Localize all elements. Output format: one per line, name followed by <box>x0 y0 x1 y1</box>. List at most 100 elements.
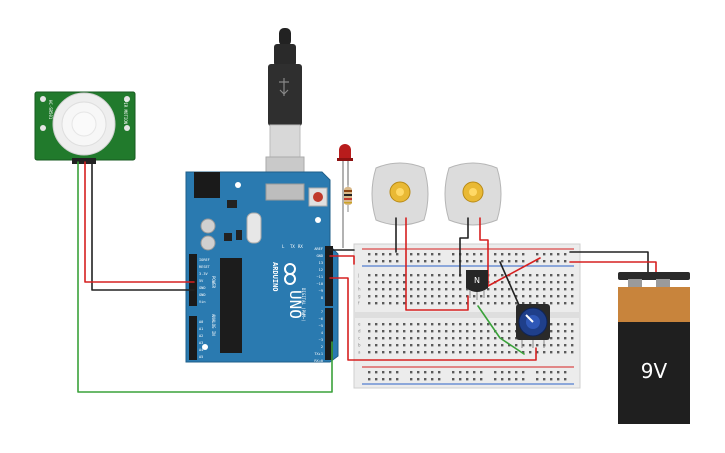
breadboard-hole[interactable] <box>403 274 406 277</box>
breadboard-hole[interactable] <box>438 281 441 284</box>
breadboard-hole[interactable] <box>452 371 455 374</box>
breadboard-hole[interactable] <box>494 378 497 381</box>
breadboard-hole[interactable] <box>494 295 497 298</box>
breadboard-hole[interactable] <box>550 351 553 354</box>
breadboard-hole[interactable] <box>389 323 392 326</box>
breadboard-hole[interactable] <box>536 260 539 263</box>
breadboard-hole[interactable] <box>515 351 518 354</box>
breadboard-hole[interactable] <box>417 330 420 333</box>
breadboard-hole[interactable] <box>515 281 518 284</box>
breadboard-hole[interactable] <box>501 260 504 263</box>
breadboard-hole[interactable] <box>529 281 532 284</box>
breadboard-hole[interactable] <box>459 302 462 305</box>
breadboard-hole[interactable] <box>571 288 574 291</box>
breadboard-hole[interactable] <box>564 351 567 354</box>
breadboard-hole[interactable] <box>389 288 392 291</box>
breadboard-hole[interactable] <box>459 337 462 340</box>
breadboard-hole[interactable] <box>396 302 399 305</box>
breadboard-hole[interactable] <box>536 295 539 298</box>
breadboard-hole[interactable] <box>501 274 504 277</box>
breadboard-hole[interactable] <box>382 274 385 277</box>
breadboard-hole[interactable] <box>431 295 434 298</box>
breadboard-hole[interactable] <box>438 288 441 291</box>
breadboard-hole[interactable] <box>389 330 392 333</box>
breadboard-hole[interactable] <box>571 323 574 326</box>
breadboard-hole[interactable] <box>459 351 462 354</box>
breadboard-hole[interactable] <box>438 344 441 347</box>
breadboard-hole[interactable] <box>438 295 441 298</box>
breadboard-hole[interactable] <box>522 295 525 298</box>
breadboard-hole[interactable] <box>571 337 574 340</box>
breadboard-hole[interactable] <box>487 330 490 333</box>
breadboard-hole[interactable] <box>487 288 490 291</box>
breadboard-hole[interactable] <box>494 371 497 374</box>
breadboard-hole[interactable] <box>431 337 434 340</box>
breadboard-hole[interactable] <box>438 330 441 333</box>
breadboard-hole[interactable] <box>522 253 525 256</box>
breadboard-hole[interactable] <box>417 378 420 381</box>
breadboard-hole[interactable] <box>564 344 567 347</box>
breadboard-hole[interactable] <box>494 274 497 277</box>
breadboard-hole[interactable] <box>396 288 399 291</box>
breadboard-hole[interactable] <box>382 302 385 305</box>
breadboard-hole[interactable] <box>480 295 483 298</box>
breadboard-hole[interactable] <box>417 288 420 291</box>
breadboard-hole[interactable] <box>417 344 420 347</box>
breadboard-hole[interactable] <box>522 344 525 347</box>
breadboard-hole[interactable] <box>522 260 525 263</box>
breadboard-hole[interactable] <box>389 351 392 354</box>
breadboard-hole[interactable] <box>501 337 504 340</box>
breadboard-hole[interactable] <box>382 281 385 284</box>
breadboard-hole[interactable] <box>480 330 483 333</box>
breadboard-hole[interactable] <box>375 288 378 291</box>
breadboard-hole[interactable] <box>424 351 427 354</box>
breadboard-hole[interactable] <box>375 337 378 340</box>
breadboard-hole[interactable] <box>529 295 532 298</box>
breadboard-hole[interactable] <box>445 302 448 305</box>
breadboard-hole[interactable] <box>403 330 406 333</box>
breadboard-hole[interactable] <box>368 295 371 298</box>
breadboard-hole[interactable] <box>564 295 567 298</box>
breadboard-hole[interactable] <box>396 274 399 277</box>
breadboard-hole[interactable] <box>480 260 483 263</box>
breadboard-hole[interactable] <box>382 323 385 326</box>
breadboard-hole[interactable] <box>508 351 511 354</box>
breadboard-hole[interactable] <box>508 302 511 305</box>
breadboard-hole[interactable] <box>459 371 462 374</box>
breadboard-hole[interactable] <box>543 253 546 256</box>
breadboard-hole[interactable] <box>529 274 532 277</box>
arduino-uno-board[interactable]: ARDUINO UNO POWER ANALOG IN DIGITAL (PWM… <box>185 171 339 363</box>
potentiometer[interactable] <box>516 304 550 348</box>
breadboard-hole[interactable] <box>452 330 455 333</box>
breadboard-hole[interactable] <box>396 344 399 347</box>
breadboard-hole[interactable] <box>473 260 476 263</box>
breadboard-hole[interactable] <box>508 288 511 291</box>
breadboard-hole[interactable] <box>564 378 567 381</box>
breadboard-hole[interactable] <box>473 378 476 381</box>
breadboard-hole[interactable] <box>424 323 427 326</box>
breadboard-hole[interactable] <box>445 330 448 333</box>
breadboard-hole[interactable] <box>550 253 553 256</box>
breadboard-hole[interactable] <box>403 295 406 298</box>
breadboard-hole[interactable] <box>410 344 413 347</box>
breadboard-hole[interactable] <box>550 337 553 340</box>
breadboard-hole[interactable] <box>424 302 427 305</box>
breadboard-hole[interactable] <box>473 337 476 340</box>
breadboard-hole[interactable] <box>571 295 574 298</box>
breadboard-hole[interactable] <box>438 371 441 374</box>
breadboard-hole[interactable] <box>368 281 371 284</box>
breadboard-hole[interactable] <box>368 351 371 354</box>
breadboard-hole[interactable] <box>438 323 441 326</box>
breadboard-hole[interactable] <box>389 371 392 374</box>
breadboard-hole[interactable] <box>550 371 553 374</box>
breadboard-hole[interactable] <box>375 281 378 284</box>
breadboard-hole[interactable] <box>501 288 504 291</box>
breadboard-hole[interactable] <box>522 274 525 277</box>
breadboard-hole[interactable] <box>396 253 399 256</box>
breadboard-hole[interactable] <box>452 344 455 347</box>
breadboard-hole[interactable] <box>543 371 546 374</box>
breadboard-hole[interactable] <box>571 344 574 347</box>
breadboard-hole[interactable] <box>543 378 546 381</box>
breadboard-hole[interactable] <box>550 378 553 381</box>
breadboard-hole[interactable] <box>445 281 448 284</box>
